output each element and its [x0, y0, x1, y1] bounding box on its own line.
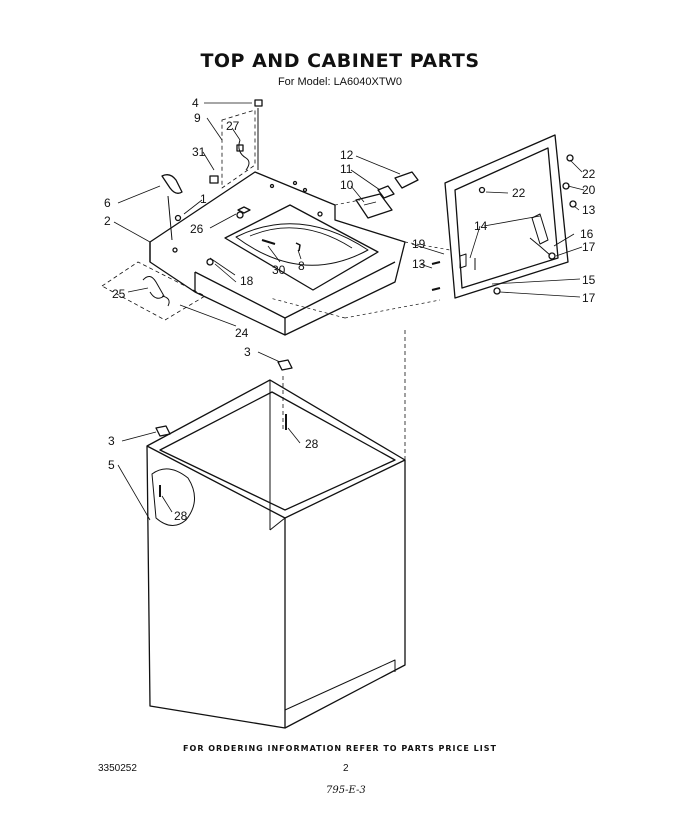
callout-label: 31	[192, 145, 206, 159]
callout-label: 16	[580, 227, 594, 241]
handwritten-note: 795-E-3	[326, 785, 366, 796]
top-hardware-drawing	[209, 239, 301, 276]
callout-label: 26	[190, 222, 204, 236]
ordering-note: FOR ORDERING INFORMATION REFER TO PARTS …	[183, 744, 497, 753]
callout-label: 27	[226, 119, 240, 133]
top-panel-drawing	[149, 171, 406, 336]
callout-label: 11	[340, 162, 353, 176]
callout-label: 12	[340, 148, 354, 162]
document-number: 3350252	[98, 763, 137, 774]
callout-label: 15	[582, 273, 596, 287]
callout-label: 4	[192, 96, 199, 110]
lower-hinge-parts-drawing	[101, 261, 206, 321]
callout-label: 1	[200, 192, 207, 206]
callout-label: 18	[240, 274, 254, 288]
callout-label: 2	[104, 214, 111, 228]
callout-label: 13	[412, 257, 426, 271]
callout-label: 22	[512, 186, 526, 200]
callout-label: 3	[244, 345, 251, 359]
callout-label: 8	[298, 259, 305, 273]
corner-brackets-drawing	[155, 359, 293, 437]
lid-panel-drawing	[431, 134, 577, 299]
callout-label: 6	[104, 196, 111, 210]
callout-label: 13	[582, 203, 596, 217]
callout-label: 19	[412, 237, 426, 251]
page-number: 2	[343, 763, 349, 774]
callout-label: 24	[235, 326, 249, 340]
callout-label: 28	[305, 437, 319, 451]
callout-label: 9	[194, 111, 201, 125]
model-subtitle: For Model: LA6040XTW0	[277, 76, 403, 88]
callout-label: 28	[174, 509, 188, 523]
callout-label: 30	[272, 263, 286, 277]
hinge-parts-drawing	[161, 174, 251, 241]
callout-label: 17	[582, 291, 596, 305]
leader-lines	[113, 102, 585, 521]
callout-label: 10	[340, 178, 354, 192]
lid-switch-parts-drawing	[209, 99, 263, 189]
callout-label: 17	[582, 240, 596, 254]
callout-label: 5	[108, 458, 115, 472]
callout-label: 14	[474, 219, 488, 233]
callout-labels: 4 9 27 31 1 6 2 26 25 24 12 11 10 18 30 …	[104, 96, 596, 523]
latch-parts-drawing	[269, 171, 451, 319]
page-title: TOP AND CABINET PARTS	[200, 50, 480, 72]
callout-label: 22	[582, 167, 596, 181]
cabinet-drawing	[146, 330, 406, 729]
callout-label: 25	[112, 287, 126, 301]
callout-label: 20	[582, 183, 596, 197]
callout-label: 3	[108, 434, 115, 448]
